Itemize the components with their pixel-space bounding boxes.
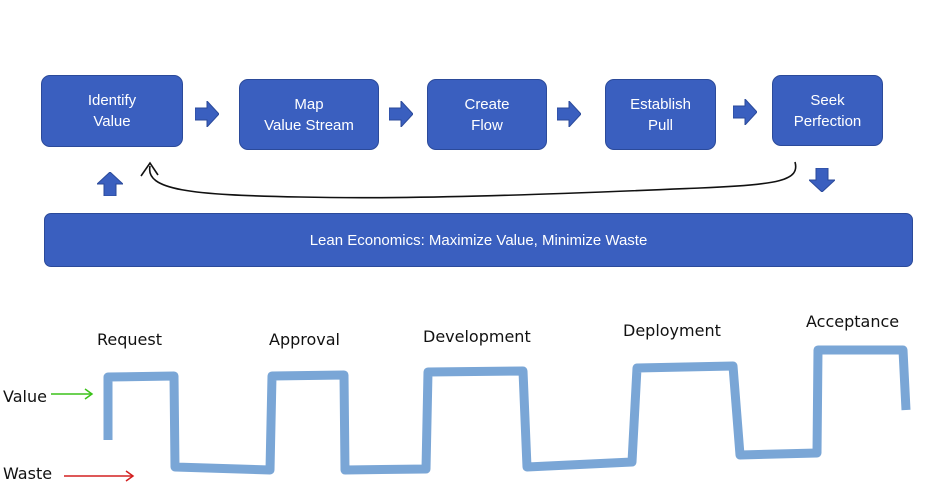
- step-label-line1: Seek: [810, 91, 845, 109]
- step-label-line2: Value: [93, 113, 131, 130]
- step-label-line1: Create: [464, 95, 510, 113]
- right-arrow-icon: [557, 101, 581, 127]
- step-label-line1: Map: [294, 95, 324, 113]
- phase-label-deployment: Deployment: [623, 321, 721, 340]
- waste-level-label: Waste: [3, 464, 53, 483]
- step-label-line2: Pull: [647, 116, 673, 134]
- step-label-line2: Value Stream: [264, 116, 354, 134]
- lean-economics-banner: Lean Economics: Maximize Value, Minimize…: [44, 213, 913, 267]
- right-arrow-icon: [389, 101, 413, 127]
- right-arrow-icon: [195, 101, 219, 127]
- down-arrow-icon: [809, 168, 835, 192]
- step-label-line1: Establish: [630, 95, 691, 113]
- phase-label-approval: Approval: [269, 330, 340, 349]
- up-arrow-icon: [97, 172, 123, 196]
- right-arrow-icon: [733, 99, 757, 125]
- phase-label-request: Request: [97, 330, 162, 349]
- value-level-label: Value: [3, 387, 47, 406]
- phase-label-acceptance: Acceptance: [806, 312, 900, 331]
- phase-label-development: Development: [423, 327, 531, 346]
- waste-arrow-icon: [64, 470, 135, 482]
- step-label-line2: Perfection: [793, 112, 862, 130]
- banner-text: Lean Economics: Maximize Value, Minimize…: [309, 231, 648, 249]
- step-label-line2: Flow: [471, 116, 503, 134]
- step-label-line1: Identify: [87, 92, 137, 109]
- value-arrow-icon: [51, 388, 94, 400]
